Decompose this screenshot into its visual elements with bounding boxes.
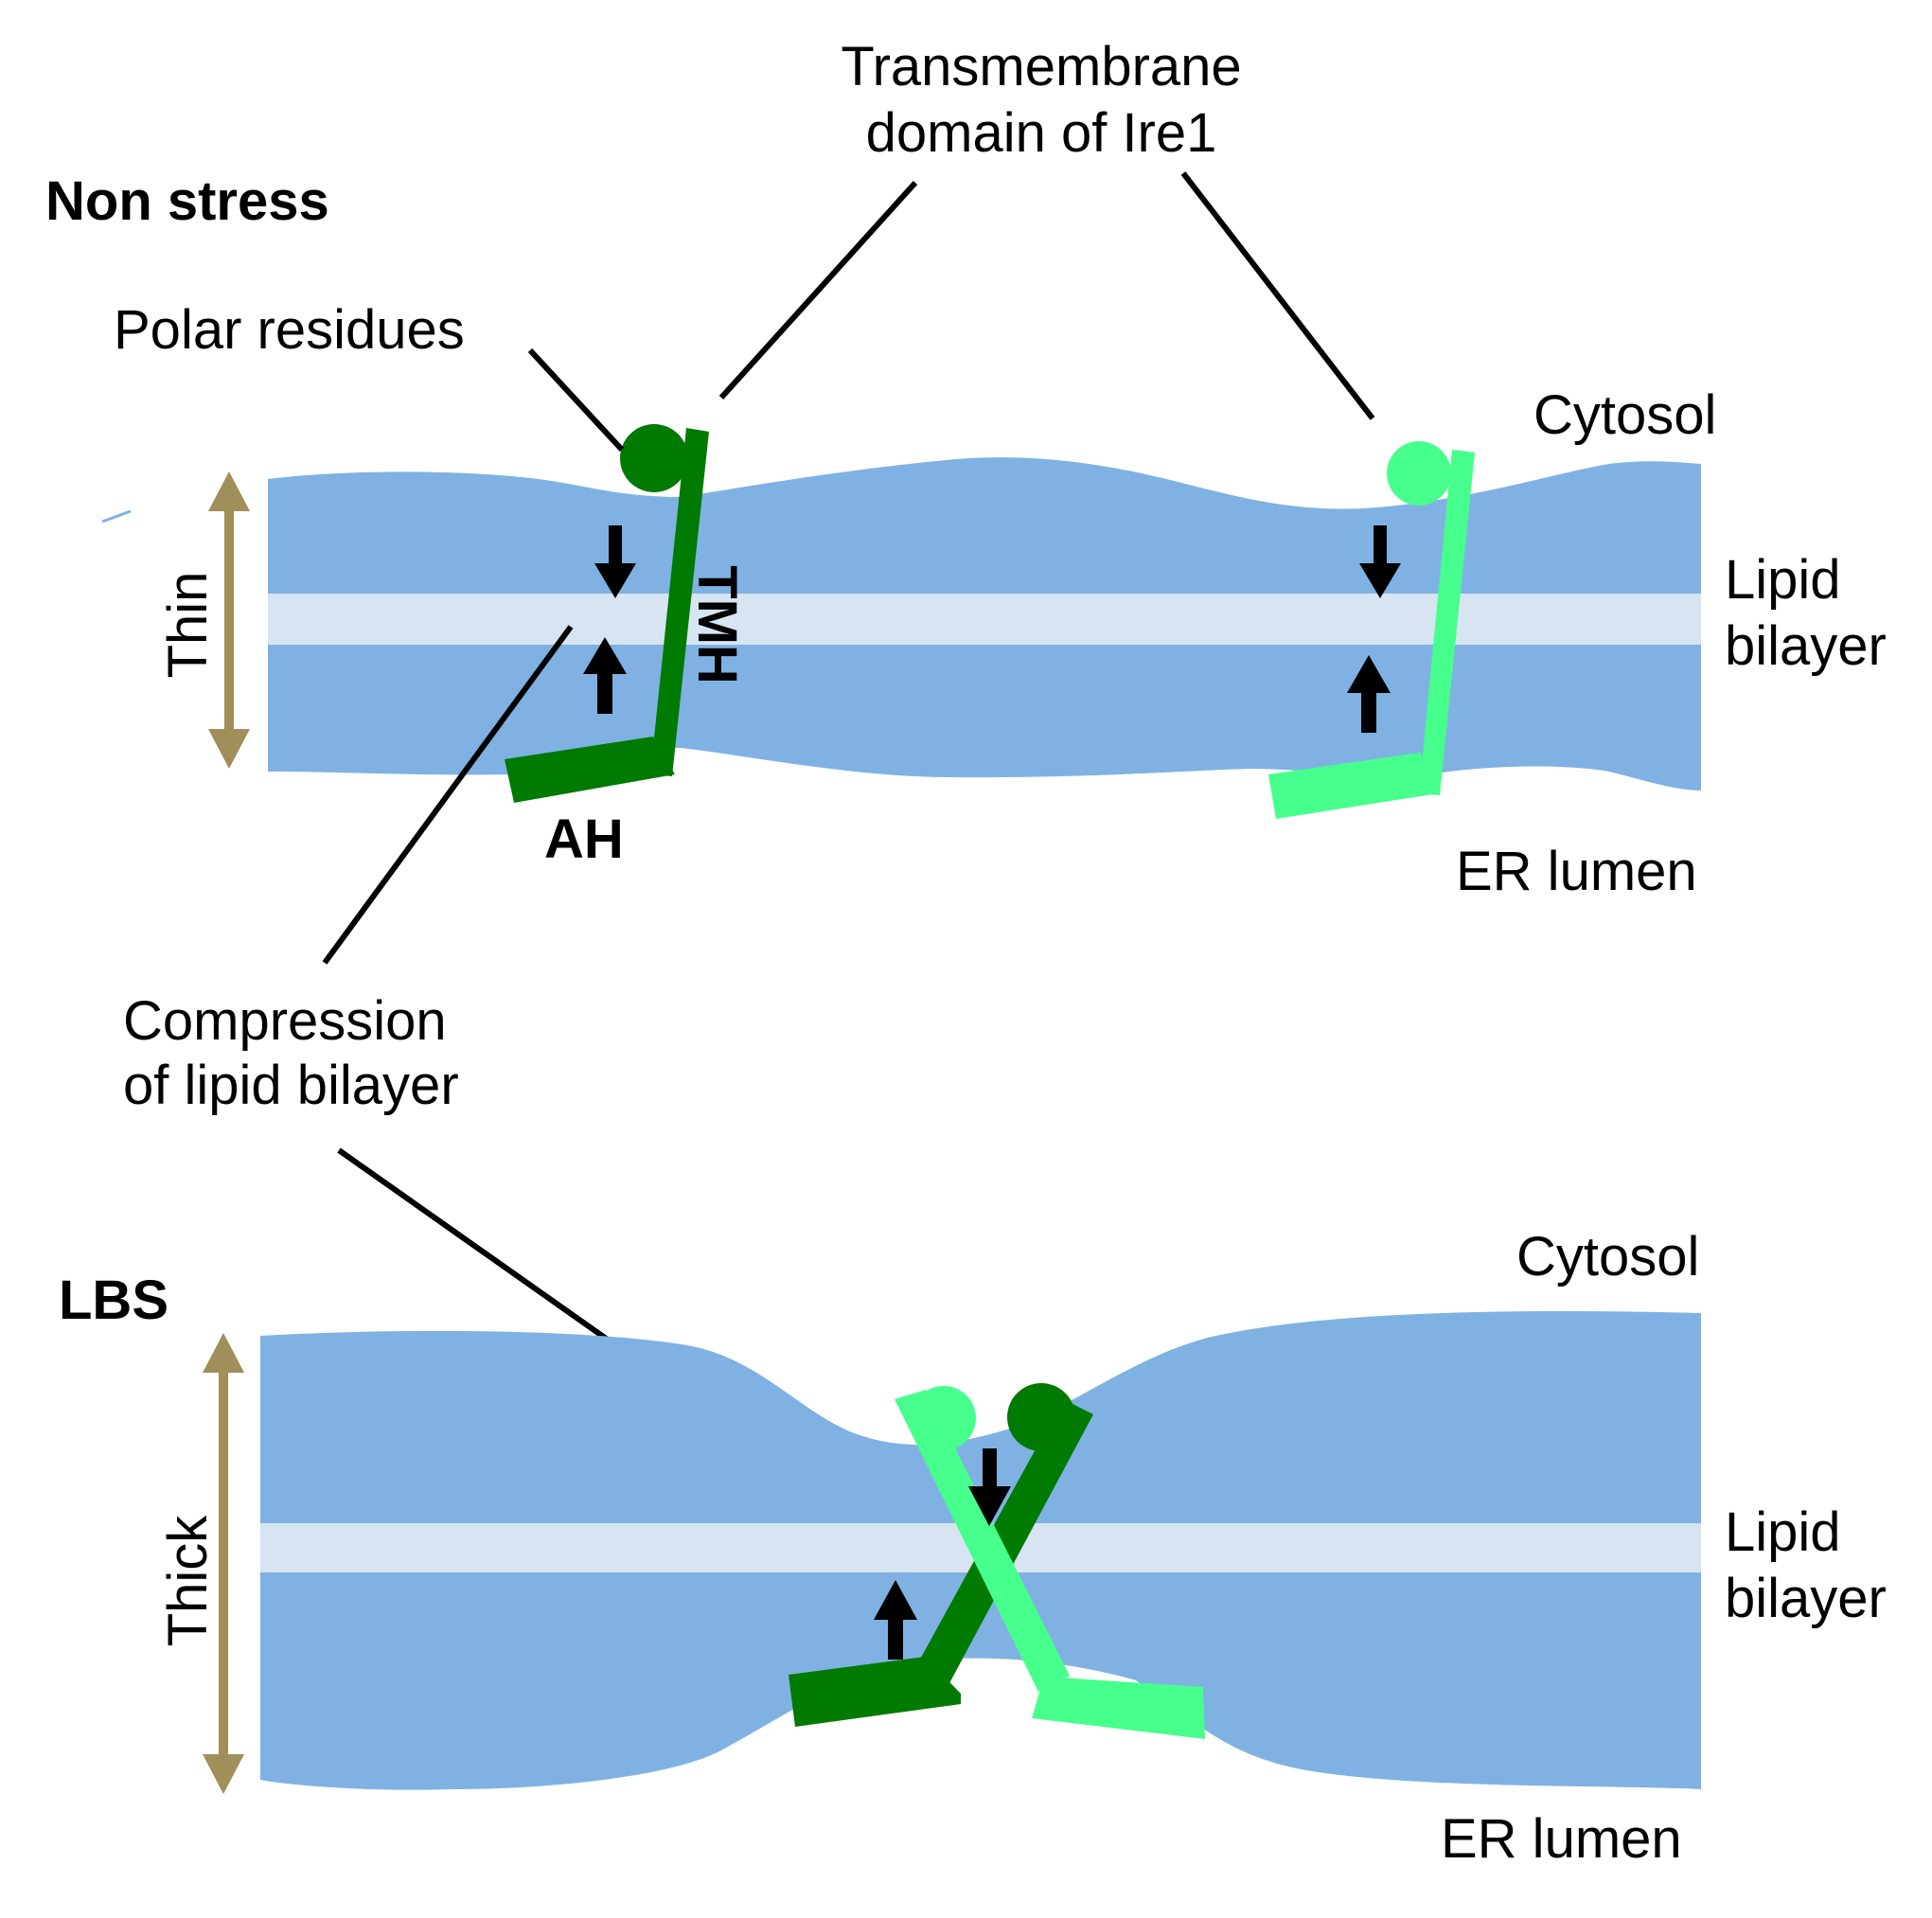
thin-thickness-arrow — [208, 471, 250, 769]
polar-residue-light-bottom — [912, 1386, 976, 1450]
compression-arrows-top-right — [1347, 525, 1401, 733]
tm-domain-label-line2: domain of Ire1 — [866, 102, 1217, 164]
polar-residue-dark-top — [620, 424, 688, 492]
tmh-helix-dark-top — [650, 428, 709, 776]
ah-helix-light-top — [1268, 753, 1439, 819]
compression-label-line2: of lipid bilayer — [123, 1055, 459, 1116]
leader-compression-top — [322, 625, 574, 965]
lipid-bilayer-label-bottom-line2: bilayer — [1725, 1568, 1887, 1629]
tm-domain-label-line1: Transmembrane — [841, 36, 1241, 98]
tmh-helix-light-bottom — [895, 1390, 1070, 1692]
ah-label: AH — [544, 808, 624, 870]
lipid-bilayer-label-top-line1: Lipid — [1725, 549, 1841, 611]
lipid-bilayer-label-top-line2: bilayer — [1725, 615, 1887, 677]
tmh-helix-light-top — [1419, 450, 1475, 795]
leader-tm-domain-right — [1180, 171, 1375, 420]
top-membrane — [268, 457, 1701, 790]
cytosol-label-top: Cytosol — [1533, 384, 1716, 446]
ire1-tm-domain-light-top — [1268, 441, 1475, 819]
er-lumen-label-top: ER lumen — [1456, 841, 1697, 902]
er-lumen-label-bottom: ER lumen — [1441, 1808, 1682, 1870]
cytosol-label-bottom: Cytosol — [1516, 1226, 1699, 1288]
lbs-label: LBS — [59, 1270, 168, 1331]
thick-label: Thick — [157, 1515, 219, 1647]
stray-mark — [101, 509, 132, 524]
lipid-bilayer-label-bottom-line1: Lipid — [1725, 1501, 1841, 1563]
thick-thickness-arrow — [203, 1333, 244, 1794]
compression-label-line1: Compression — [123, 990, 447, 1052]
non-stress-label: Non stress — [45, 170, 329, 232]
compression-arrows-top-left — [583, 525, 636, 714]
ire1-tm-domain-dark-bottom — [789, 1383, 1093, 1727]
polar-residue-dark-bottom — [1007, 1383, 1075, 1451]
ah-helix-dark-bottom — [789, 1657, 961, 1727]
polar-residues-label: Polar residues — [114, 299, 465, 361]
leader-tm-domain-left — [718, 180, 918, 400]
top-bilayer-core-stripe — [268, 594, 1701, 645]
ah-helix-dark-top — [505, 737, 675, 803]
tmh-label: TMH — [686, 565, 748, 684]
ire1-tm-domain-light-bottom — [895, 1386, 1205, 1739]
ah-helix-light-bottom — [1032, 1677, 1205, 1739]
thin-label: Thin — [157, 572, 219, 679]
tmh-helix-dark-bottom — [917, 1399, 1093, 1683]
polar-residue-light-top — [1387, 441, 1451, 506]
ire1-tm-domain-dark-top — [505, 424, 709, 803]
compression-arrows-bottom — [874, 1448, 1011, 1660]
leader-polar-residues — [527, 347, 625, 453]
